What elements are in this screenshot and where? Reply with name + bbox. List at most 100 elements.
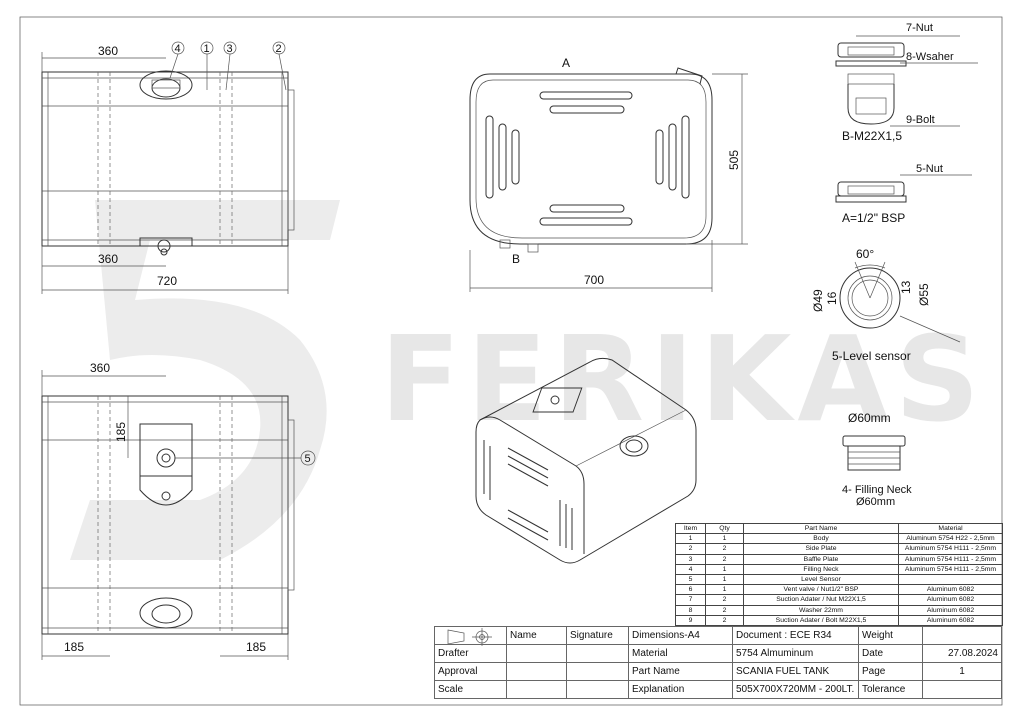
cell-material: Aluminum 5754 H111 - 2,5mm bbox=[898, 543, 1003, 555]
title-empty bbox=[506, 644, 567, 663]
sheet-border bbox=[19, 16, 1003, 706]
cell-qty: 2 bbox=[705, 604, 744, 616]
title-weight-value bbox=[922, 626, 1002, 645]
cell-qty: 2 bbox=[705, 594, 744, 606]
filling-neck-detail: Ø60mm 4- Filling Neck Ø60mm bbox=[842, 411, 912, 508]
cell-part-name: Suction Adater / Bolt M22X1,5 bbox=[743, 614, 899, 626]
title-name-header: Name bbox=[506, 626, 567, 645]
header-material: Material bbox=[898, 522, 1003, 535]
bottom-dim-185-right: 185 bbox=[246, 640, 266, 654]
sensor-caption: 5-Level sensor bbox=[832, 349, 911, 363]
title-part-name-value: SCANIA FUEL TANK bbox=[732, 662, 859, 681]
title-empty bbox=[922, 680, 1002, 699]
sensor-dim-49: Ø49 bbox=[811, 289, 825, 312]
header-qty: Qty bbox=[705, 522, 744, 535]
title-date-value: 27.08.2024 bbox=[922, 644, 1002, 663]
cell-item: 8 bbox=[675, 604, 706, 616]
title-part-name-label: Part Name bbox=[628, 662, 733, 681]
cell-qty: 1 bbox=[705, 573, 744, 586]
cell-part-name: Side Plate bbox=[743, 543, 899, 555]
top-dim-720: 720 bbox=[157, 274, 177, 288]
neck-caption-2: Ø60mm bbox=[856, 496, 895, 508]
title-date-label: Date bbox=[858, 644, 923, 663]
cell-material: Aluminum 5754 H22 - 2,5mm bbox=[898, 533, 1003, 545]
callout-1: 1 bbox=[204, 43, 210, 55]
bolt-detail: 7-Nut 8-Wsaher 9-Bolt B-M22X1,5 bbox=[835, 22, 978, 143]
label-9-bolt: 9-Bolt bbox=[906, 114, 935, 126]
cell-qty: 2 bbox=[705, 553, 744, 565]
title-empty bbox=[506, 662, 567, 681]
front-label-a: A bbox=[562, 56, 570, 70]
title-page-value: 1 bbox=[922, 662, 1002, 681]
cell-item: 1 bbox=[675, 533, 706, 545]
cell-part-name: Filling Neck bbox=[743, 563, 899, 575]
cell-part-name: Vent valve / Nut1/2" BSP bbox=[743, 584, 899, 596]
title-document: Document : ECE R34 bbox=[732, 626, 859, 645]
title-explanation-value: 505X700X720MM - 200LT. bbox=[732, 680, 859, 699]
bottom-view: 360 185 185 185 5 bbox=[41, 361, 316, 660]
cell-qty: 2 bbox=[705, 543, 744, 555]
cell-part-name: Washer 22mm bbox=[743, 604, 899, 616]
title-row-3: Approval Part Name SCANIA FUEL TANK Page… bbox=[434, 662, 1002, 681]
bolt-caption: B-M22X1,5 bbox=[842, 129, 902, 143]
cell-item: 2 bbox=[675, 543, 706, 555]
callout-3: 3 bbox=[227, 43, 233, 55]
title-empty bbox=[506, 680, 567, 699]
cell-material: Aluminum 5754 H111 - 2,5mm bbox=[898, 563, 1003, 575]
cell-part-name: Level Sensor bbox=[743, 573, 899, 586]
level-sensor-detail: 60° Ø49 16 13 Ø55 5-Level sensor bbox=[811, 247, 961, 363]
callout-2: 2 bbox=[276, 43, 282, 55]
front-label-b: B bbox=[512, 252, 520, 266]
iso-view bbox=[475, 357, 697, 564]
cell-item: 9 bbox=[675, 614, 706, 626]
watermark-logo: FERIKAS bbox=[70, 200, 986, 560]
title-page-label: Page bbox=[858, 662, 923, 681]
title-empty bbox=[566, 644, 629, 663]
cell-qty: 1 bbox=[705, 584, 744, 596]
title-approval: Approval bbox=[434, 662, 507, 681]
header-part-name: Part Name bbox=[743, 522, 899, 535]
callout-5: 5 bbox=[305, 453, 311, 465]
title-signature-header: Signature bbox=[566, 626, 629, 645]
front-dim-505: 505 bbox=[727, 150, 741, 170]
cell-part-name: Suction Adater / Nut M22X1,5 bbox=[743, 594, 899, 606]
cell-material: Aluminum 6082 bbox=[898, 614, 1003, 626]
label-5-nut: 5-Nut bbox=[916, 163, 943, 175]
title-explanation-label: Explanation bbox=[628, 680, 733, 699]
cell-qty: 1 bbox=[705, 563, 744, 575]
neck-dim-60: Ø60mm bbox=[848, 411, 891, 425]
parts-header-row: Item Qty Part Name Material bbox=[675, 522, 1003, 535]
bottom-dim-360: 360 bbox=[90, 361, 110, 375]
title-scale: Scale bbox=[434, 680, 507, 699]
cell-item: 7 bbox=[675, 594, 706, 606]
cell-material: Aluminum 6082 bbox=[898, 594, 1003, 606]
title-weight: Weight bbox=[858, 626, 923, 645]
cell-material bbox=[898, 573, 1003, 586]
top-view: 360 360 720 4 1 3 2 bbox=[41, 41, 295, 294]
cell-item: 3 bbox=[675, 553, 706, 565]
cell-item: 6 bbox=[675, 584, 706, 596]
sensor-angle-60: 60° bbox=[856, 247, 874, 261]
title-material-label: Material bbox=[628, 644, 733, 663]
sensor-dim-55: Ø55 bbox=[917, 283, 931, 306]
front-dim-700: 700 bbox=[584, 273, 604, 287]
watermark-text: FERIKAS bbox=[380, 310, 986, 448]
top-dim-360-lower: 360 bbox=[98, 252, 118, 266]
title-drafter: Drafter bbox=[434, 644, 507, 663]
sensor-dim-13: 13 bbox=[899, 280, 913, 294]
front-view: A B 700 505 bbox=[469, 56, 748, 292]
cell-part-name: Body bbox=[743, 533, 899, 545]
top-dim-360-upper: 360 bbox=[98, 44, 118, 58]
cell-qty: 1 bbox=[705, 533, 744, 545]
callout-4: 4 bbox=[175, 43, 181, 55]
title-empty bbox=[566, 662, 629, 681]
sensor-dim-16: 16 bbox=[825, 291, 839, 305]
